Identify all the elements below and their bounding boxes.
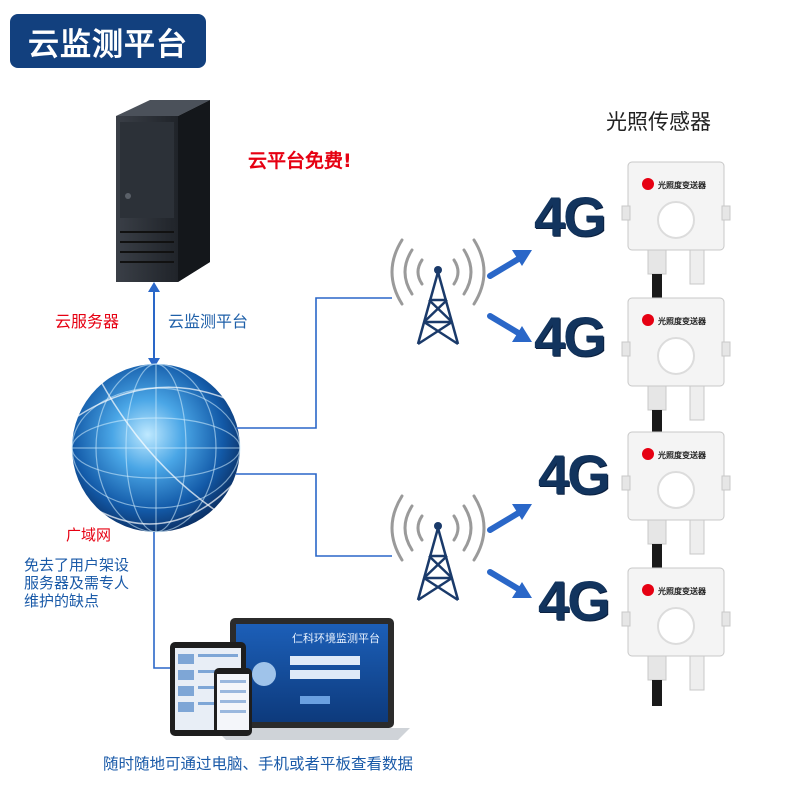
sensors-heading: 光照传感器 [606,110,711,134]
laptop-screen-title: 仁科环境监测平台 [292,631,380,645]
platform-label: 云监测平台 [168,312,249,331]
signal-arrows [487,255,523,593]
cloud-free-label: 云平台免费! [248,150,352,172]
network-label-4g-2: 4G [534,305,607,368]
sensor-label-1: 光照度变送器 [657,180,707,190]
server-link-arrow [148,282,160,368]
note-text: 免去了用户架设 服务器及需专人 维护的缺点 [24,556,154,610]
note-line-1: 免去了用户架设 [24,556,130,574]
phone-icon [214,668,252,736]
title-text: 云监测平台 [28,26,188,63]
sensor-device-1: 光照度变送器 [621,161,731,300]
sensor-label-3: 光照度变送器 [657,450,707,460]
network-label-4g-3: 4G [538,443,611,506]
signal-arrowheads [512,250,532,598]
title-badge: 云监测平台 [10,14,206,68]
sensor-device-3: 光照度变送器 [621,431,731,570]
network-label-4g-4: 4G [538,569,611,632]
server-icon [116,100,210,282]
tower-icon-2 [390,494,486,602]
sensor-label-2: 光照度变送器 [657,316,707,326]
note-line-3: 维护的缺点 [24,592,100,610]
note-line-2: 服务器及需专人 [24,574,130,592]
network-lines [153,297,392,669]
network-label-4g-1: 4G [534,185,607,248]
sensor-device-4: 光照度变送器 [621,567,731,706]
tower-icon-1 [390,238,486,346]
wan-label: 广域网 [66,526,112,544]
sensor-label-4: 光照度变送器 [657,586,707,596]
globe-icon [71,363,251,533]
access-caption: 随时随地可通过电脑、手机或者平板查看数据 [103,755,414,773]
server-label: 云服务器 [55,312,120,331]
sensor-device-2: 光照度变送器 [621,297,731,436]
laptop-icon: 仁科环境监测平台 [214,618,410,740]
